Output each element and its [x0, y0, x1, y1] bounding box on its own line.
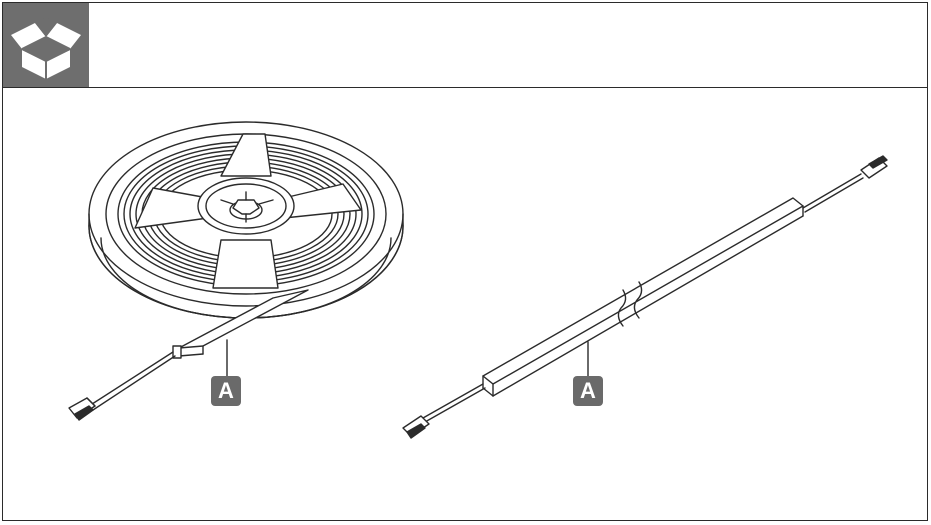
callout-a-left: A: [211, 376, 241, 406]
illustration-area: A A: [3, 88, 927, 520]
panel-header: [3, 3, 927, 88]
led-strip-illustration: [68, 121, 888, 439]
package-contents-badge: [3, 3, 89, 87]
open-box-icon: [11, 17, 81, 79]
led-strip-reel: [68, 121, 404, 421]
callout-a-right: A: [573, 376, 603, 406]
led-strip-straight: [402, 155, 888, 439]
